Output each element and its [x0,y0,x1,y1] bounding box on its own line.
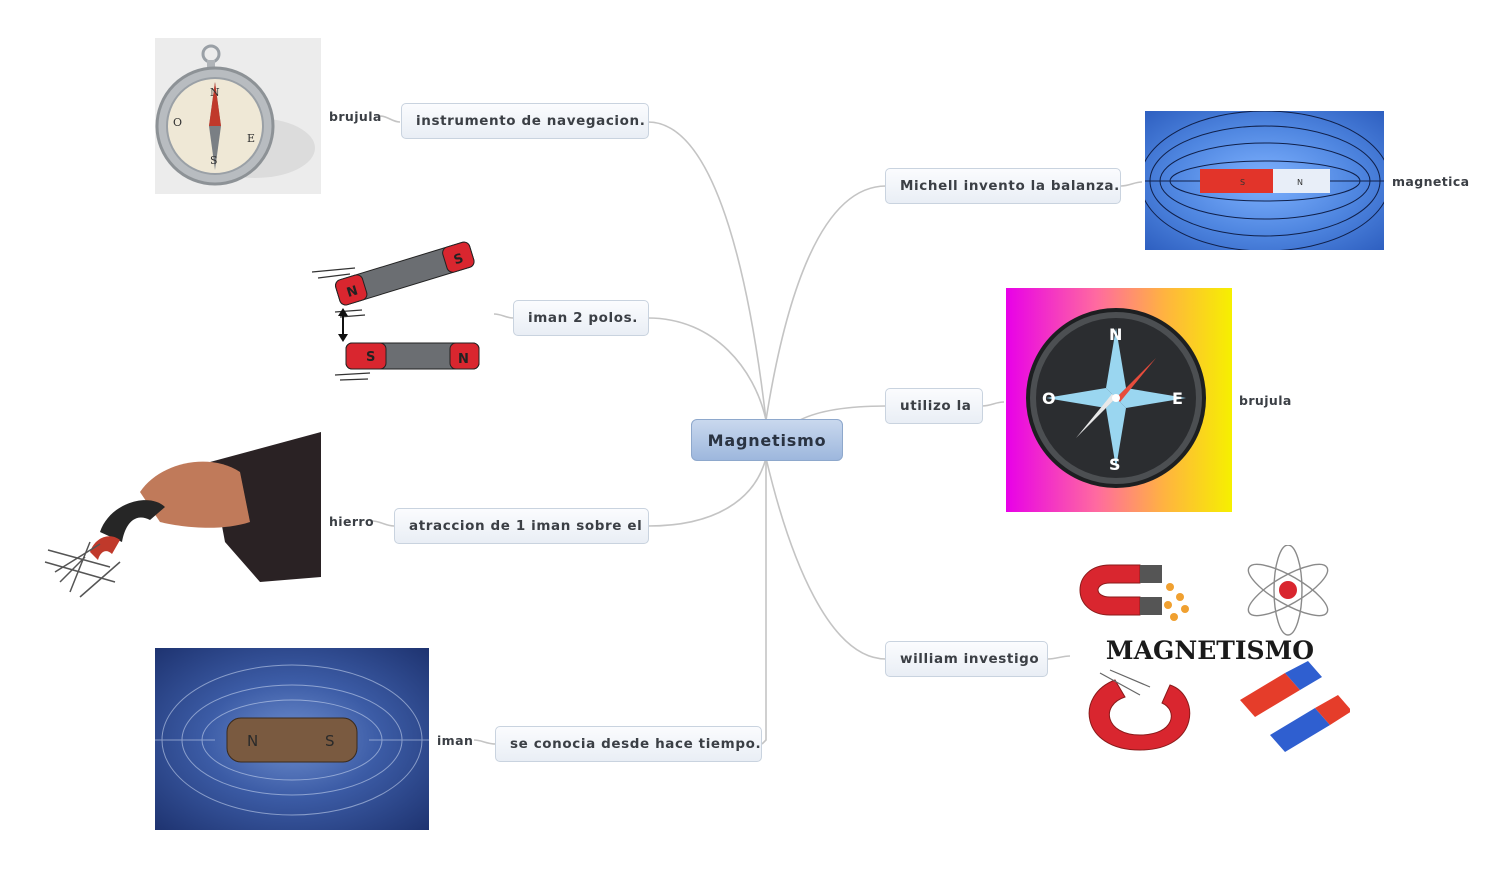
magnetic-field-lines-image: S N [1145,111,1384,250]
label-brujula-left: brujula [329,109,382,124]
filings-magnet-s: S [325,732,335,750]
label-iman: iman [437,733,474,748]
compass-rose-s: S [1109,455,1121,474]
label-hierro: hierro [329,514,374,529]
pocket-compass-image: N E S O [155,38,321,194]
topic-michell-balanza[interactable]: Michell invento la balanza. [885,168,1121,204]
compass-rose-e: E [1172,389,1183,408]
field-magnet-s: S [1240,178,1245,187]
central-topic[interactable]: Magnetismo [691,419,843,461]
filings-magnet-n: N [247,732,258,750]
connector-utilizo [799,405,887,421]
topic-se-conocia[interactable]: se conocia desde hace tiempo. [495,726,762,762]
connector-atraccion [647,457,767,527]
connector-navegacion [647,121,767,421]
collage-title: MAGNETISMO [1106,636,1314,665]
topic-utilizo-la[interactable]: utilizo la [885,388,983,424]
magnetismo-collage-image: MAGNETISMO [1070,545,1350,760]
topic-instrumento-navegacion[interactable]: instrumento de navegacion. [401,103,649,139]
pocket-compass-s: S [210,154,218,167]
compass-rose-image: N E S O [1006,288,1232,512]
pocket-compass-e: E [247,132,255,145]
bar-magnet-bottom-n: N [458,352,469,367]
connector-william [765,457,887,660]
connector-conocia [761,458,767,745]
bar-magnet-top-s: S [452,251,465,268]
connector-michell [765,185,887,421]
compass-rose-o: O [1042,389,1056,408]
topic-iman-2-polos[interactable]: iman 2 polos. [513,300,649,336]
pocket-compass-n: N [210,86,220,99]
topic-atraccion-iman[interactable]: atraccion de 1 iman sobre el [394,508,649,544]
bar-magnets-image: N S S N [310,240,485,385]
iron-filings-magnet-image: N S [155,648,429,830]
pocket-compass-o: O [173,116,182,129]
label-brujula-right: brujula [1239,393,1292,408]
label-magnetica: magnetica [1392,174,1470,189]
bar-magnet-bottom-s: S [366,350,375,365]
connector-polos [647,317,767,421]
horseshoe-magnet-nails-image [40,432,321,604]
field-magnet-n: N [1297,178,1303,187]
bar-magnet-top-n: N [345,283,360,301]
topic-william-investigo[interactable]: william investigo [885,641,1048,677]
compass-rose-n: N [1109,325,1122,344]
